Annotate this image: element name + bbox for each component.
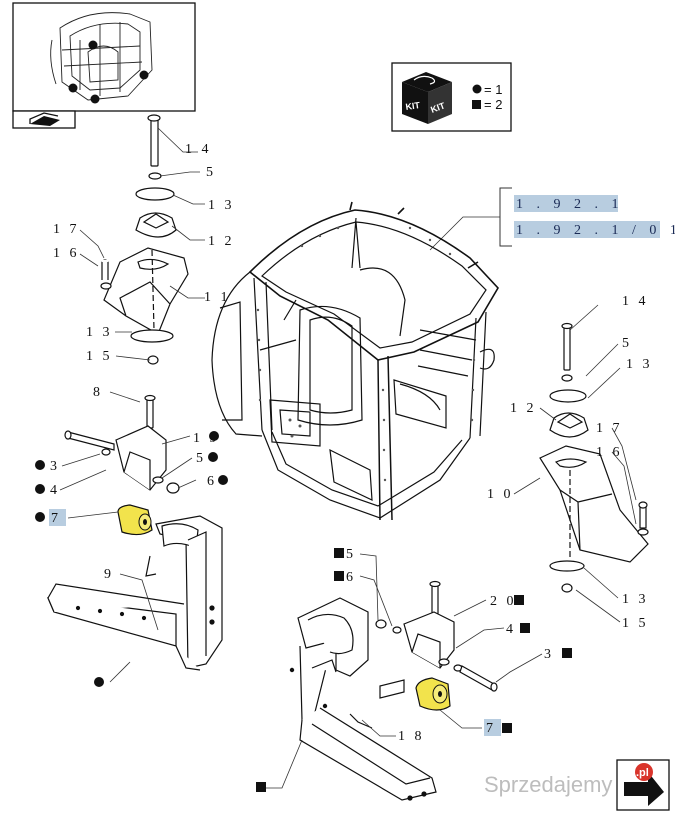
label-16-left: 1 6 xyxy=(53,246,80,261)
circle-marker-icon xyxy=(94,677,104,687)
cab-frame-dots xyxy=(256,226,476,482)
label-14-right: 1 4 xyxy=(622,294,649,309)
label-6-left: 6 xyxy=(207,474,217,489)
mount-assembly-right xyxy=(539,322,649,593)
circle-marker-icon xyxy=(35,512,45,522)
square-marker-icon xyxy=(502,723,512,733)
label-13-left-lower: 1 3 xyxy=(86,325,113,340)
label-16-right: 1 6 xyxy=(596,445,623,460)
kit-label-2: KIT xyxy=(429,100,447,115)
label-13-right: 1 3 xyxy=(626,357,653,372)
label-3-left: 3 xyxy=(50,459,60,474)
bracket-assembly-left xyxy=(64,394,180,494)
circle-marker-icon xyxy=(218,475,228,485)
legend-square-text: = 2 xyxy=(484,97,502,112)
book-icon xyxy=(29,112,60,126)
legend-circle-text: = 1 xyxy=(484,82,502,97)
square-marker-icon xyxy=(256,782,266,792)
mount-assembly-left xyxy=(100,114,189,365)
label-18: 1 8 xyxy=(398,729,425,744)
support-frame-left xyxy=(47,515,223,671)
kit-label-1: KIT xyxy=(405,100,421,112)
label-5-left-lower: 5 xyxy=(196,451,206,466)
label-13-left: 1 3 xyxy=(208,198,235,213)
bracket-assembly-right xyxy=(375,580,498,692)
square-marker-icon xyxy=(334,571,344,581)
kit-box-icon: KIT KIT xyxy=(402,72,452,124)
reference-links[interactable]: 1 . 9 2 . 1 1 . 9 2 . 1 / 0 1 xyxy=(429,187,675,251)
label-5-left: 5 xyxy=(206,165,216,180)
circle-marker-icon xyxy=(209,431,219,441)
square-marker-icon xyxy=(334,548,344,558)
next-page-icon[interactable]: .pl xyxy=(616,759,670,811)
rubber-block-right xyxy=(415,677,451,711)
label-7-left: 7 xyxy=(51,511,61,526)
label-14-left: 1 4 xyxy=(185,142,212,157)
watermark-text: Sprzedajemy xyxy=(484,772,612,797)
label-7-right: 7 xyxy=(486,721,496,736)
circle-marker-icon xyxy=(35,484,45,494)
square-marker-icon xyxy=(472,100,481,109)
label-8: 8 xyxy=(93,385,103,400)
label-12-left: 1 2 xyxy=(208,234,235,249)
label-17-right: 1 7 xyxy=(596,421,623,436)
label-4-left: 4 xyxy=(50,483,60,498)
label-17-left: 1 7 xyxy=(53,222,80,237)
reference-2: 1 . 9 2 . 1 / 0 1 xyxy=(516,223,675,238)
label-11: 1 1 xyxy=(204,290,231,305)
label-3-right: 3 xyxy=(544,647,554,662)
circle-marker-icon xyxy=(208,452,218,462)
support-frame-right xyxy=(289,597,437,801)
label-13-right-lower: 1 3 xyxy=(622,592,649,607)
square-marker-icon xyxy=(520,623,530,633)
label-9: 9 xyxy=(104,567,114,582)
square-marker-icon xyxy=(514,595,524,605)
circle-marker-icon xyxy=(35,460,45,470)
callout-labels: 1 4 5 1 3 1 2 1 7 1 6 1 1 1 3 1 5 8 1 9 … xyxy=(49,142,653,744)
kit-markers xyxy=(35,431,572,792)
label-5-right-lower: 5 xyxy=(346,547,356,562)
label-15-right: 1 5 xyxy=(622,616,649,631)
label-6-right: 6 xyxy=(346,570,356,585)
watermark-logo: .pl xyxy=(636,767,649,779)
overview-thumbnail[interactable] xyxy=(12,2,196,129)
rubber-block-left xyxy=(117,504,153,536)
label-12-right: 1 2 xyxy=(510,401,537,416)
label-20: 2 0 xyxy=(490,594,517,609)
label-10: 1 0 xyxy=(487,487,514,502)
label-15-left: 1 5 xyxy=(86,349,113,364)
reference-1: 1 . 9 2 . 1 xyxy=(516,197,624,212)
cab-frame xyxy=(211,201,499,521)
leader-lines xyxy=(59,127,637,789)
circle-marker-icon xyxy=(472,84,482,94)
kit-legend: KIT KIT = 1 = 2 xyxy=(391,62,512,132)
label-4-right: 4 xyxy=(506,622,516,637)
label-5-right: 5 xyxy=(622,336,632,351)
square-marker-icon xyxy=(562,648,572,658)
